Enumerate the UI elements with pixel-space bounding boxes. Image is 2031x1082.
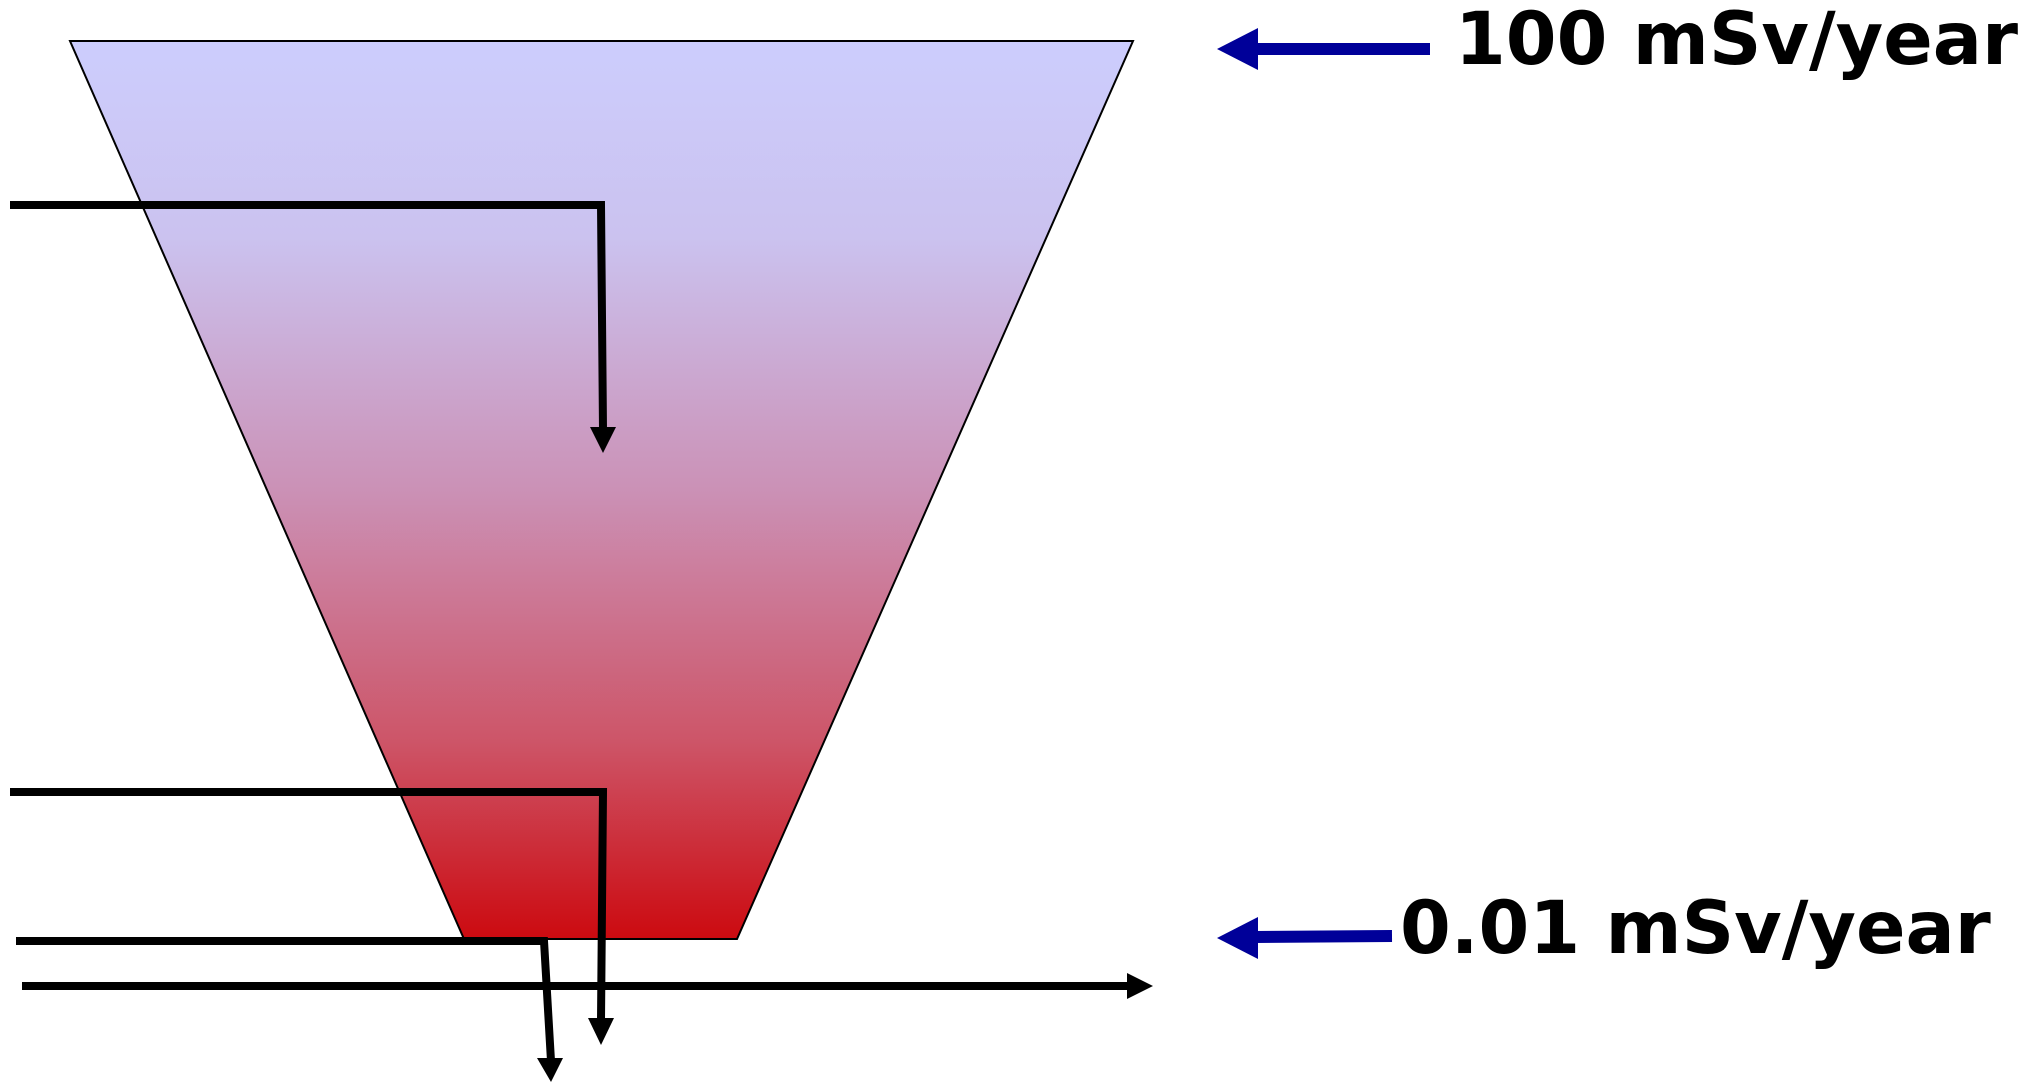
flow-path-upper [10,201,607,431]
flow-path-lower-arrowhead [537,1058,563,1082]
flow-path-lower [16,937,555,1062]
upper-dose-label: 100 mSv/year [1455,0,2018,82]
flow-path-upper-arrowhead [590,427,616,453]
flow-path-horizontal-arrowhead [1127,973,1153,999]
flow-path-middle [10,788,608,1021]
dose-funnel-shape [68,40,1135,940]
upper-indicator-arrowhead [1217,28,1258,70]
flow-path-middle-arrowhead [588,1018,614,1045]
lower-indicator-arrowhead [1217,917,1258,959]
lower-dose-label: 0.01 mSv/year [1400,886,1991,971]
lower-dose-indicator [1217,917,1393,959]
upper-dose-indicator [1217,28,1430,70]
lower-indicator-shaft [1254,930,1393,943]
